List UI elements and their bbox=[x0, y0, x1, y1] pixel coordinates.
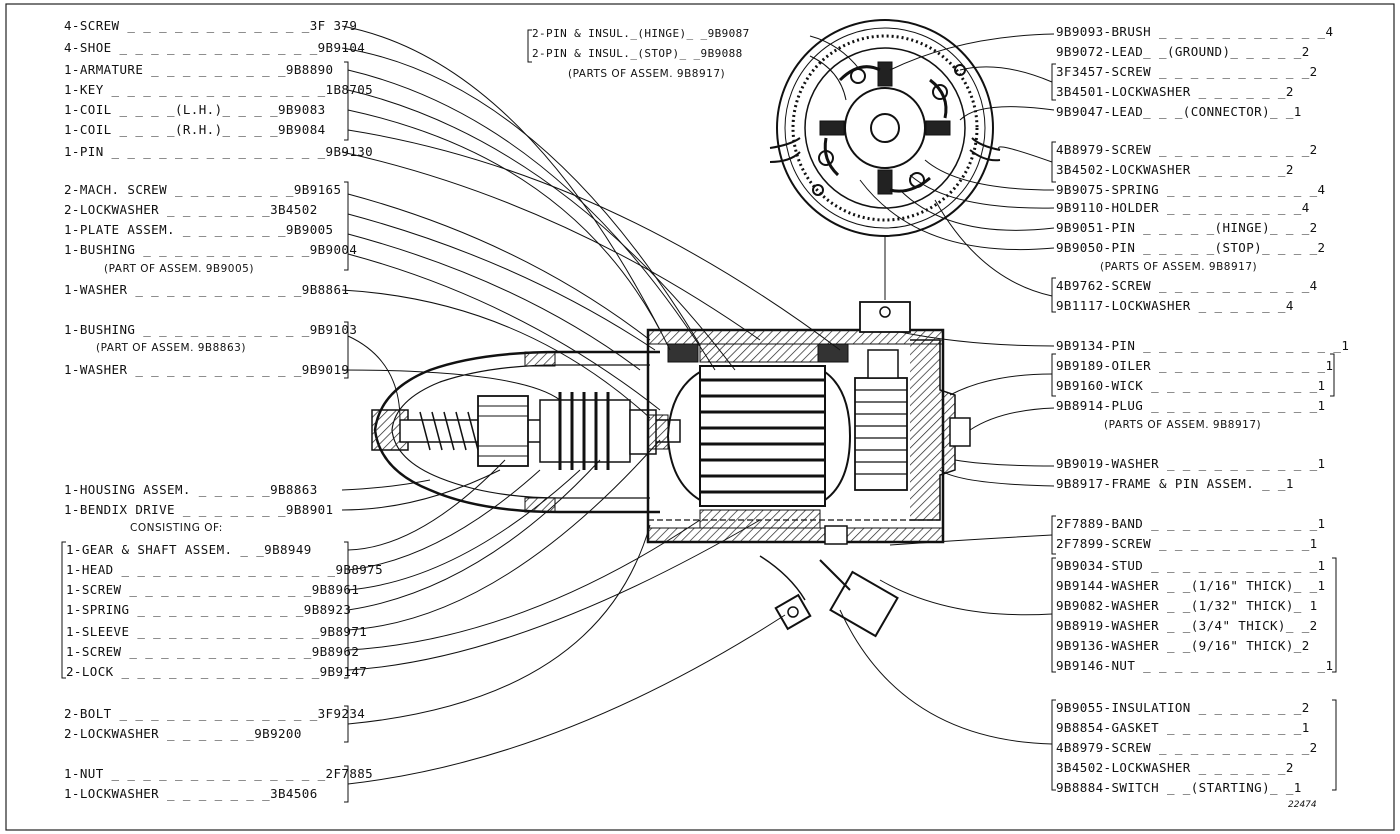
page-border bbox=[5, 3, 1395, 831]
note-part-of-9b9005: (PART OF ASSEM. 9B9005) bbox=[104, 263, 254, 275]
label-brush-9b9093: 9B9093-BRUSH _ _ _ _ _ _ _ _ _ _ _4 bbox=[1056, 24, 1334, 39]
label-coil-lh-9b9083: 1-COIL _ _ _ _(L.H.)_ _ _ _9B9083 bbox=[64, 102, 326, 117]
label-armature-9b8890: 1-ARMATURE _ _ _ _ _ _ _ _ _9B8890 bbox=[64, 62, 334, 77]
note-parts-of-9b8917-r2: (PARTS OF ASSEM. 9B8917) bbox=[1104, 419, 1262, 431]
label-nut-2f7885: 1-NUT _ _ _ _ _ _ _ _ _ _ _ _ _ _2F7885 bbox=[64, 766, 374, 781]
label-bendix-drive-9b8901: 1-BENDIX DRIVE _ _ _ _ _ _ _9B8901 bbox=[64, 502, 334, 517]
label-pin-insul-hinge-9b9087: 2-PIN & INSUL._(HINGE)_ _9B9087 bbox=[532, 27, 750, 40]
label-shoe-9b9104: 4-SHOE _ _ _ _ _ _ _ _ _ _ _ _ _9B9104 bbox=[64, 40, 366, 55]
label-screw-9b8962: 1-SCREW _ _ _ _ _ _ _ _ _ _ _ _9B8962 bbox=[66, 644, 360, 659]
label-gear-shaft-9b8949: 1-GEAR & SHAFT ASSEM. _ _9B8949 bbox=[66, 542, 312, 557]
label-sleeve-9b8971: 1-SLEEVE _ _ _ _ _ _ _ _ _ _ _ _9B8971 bbox=[66, 624, 368, 639]
motor-section-view bbox=[371, 301, 971, 638]
leader-lines bbox=[61, 25, 1337, 803]
label-lockwasher-3b4502-b: 3B4502-LOCKWASHER _ _ _ _ _ _2 bbox=[1056, 760, 1294, 775]
label-mach-screw-9b9165: 2-MACH. SCREW _ _ _ _ _ _ _ _9B9165 bbox=[64, 182, 342, 197]
label-washer-9b9082: 9B9082-WASHER _ _(1/32" THICK)_ 1 bbox=[1056, 598, 1318, 613]
note-part-of-9b8863: (PART OF ASSEM. 9B8863) bbox=[96, 342, 246, 354]
label-plate-assem-9b9005: 1-PLATE ASSEM. _ _ _ _ _ _ _9B9005 bbox=[64, 222, 334, 237]
label-holder-9b9110: 9B9110-HOLDER _ _ _ _ _ _ _ _ _4 bbox=[1056, 200, 1310, 215]
label-screw-4b9762: 4B9762-SCREW _ _ _ _ _ _ _ _ _ _4 bbox=[1056, 278, 1318, 293]
label-bolt-3f9234: 2-BOLT _ _ _ _ _ _ _ _ _ _ _ _ _3F9234 bbox=[64, 706, 366, 721]
label-bushing-9b9103: 1-BUSHING _ _ _ _ _ _ _ _ _ _ _9B9103 bbox=[64, 322, 358, 337]
label-lockwasher-3b4506: 1-LOCKWASHER _ _ _ _ _ _ _3B4506 bbox=[64, 786, 318, 801]
label-washer-9b9144: 9B9144-WASHER _ _(1/16" THICK)_ _1 bbox=[1056, 578, 1326, 593]
label-housing-assem-9b8863: 1-HOUSING ASSEM. _ _ _ _ _9B8863 bbox=[64, 482, 318, 497]
label-screw-4b8979-b: 4B8979-SCREW _ _ _ _ _ _ _ _ _ _2 bbox=[1056, 740, 1318, 755]
label-lockwasher-3b4501: 3B4501-LOCKWASHER _ _ _ _ _ _2 bbox=[1056, 84, 1294, 99]
note-parts-of-9b8917-top: (PARTS OF ASSEM. 9B8917) bbox=[568, 68, 726, 80]
label-plug-9b8914: 9B8914-PLUG _ _ _ _ _ _ _ _ _ _ _1 bbox=[1056, 398, 1326, 413]
label-frame-pin-9b8917: 9B8917-FRAME & PIN ASSEM. _ _1 bbox=[1056, 476, 1294, 491]
label-insulation-9b9055: 9B9055-INSULATION _ _ _ _ _ _ _2 bbox=[1056, 700, 1310, 715]
label-nut-9b9146: 9B9146-NUT _ _ _ _ _ _ _ _ _ _ _ _1 bbox=[1056, 658, 1334, 673]
label-screw-9b8961: 1-SCREW _ _ _ _ _ _ _ _ _ _ _ _9B8961 bbox=[66, 582, 360, 597]
label-head-9b8975: 1-HEAD _ _ _ _ _ _ _ _ _ _ _ _ _ _9B8975 bbox=[66, 562, 384, 577]
label-washer-9b9136: 9B9136-WASHER _ _(9/16" THICK)_2 bbox=[1056, 638, 1310, 653]
label-pin-9b9130: 1-PIN _ _ _ _ _ _ _ _ _ _ _ _ _ _9B9130 bbox=[64, 144, 374, 159]
label-bushing-9b9004: 1-BUSHING _ _ _ _ _ _ _ _ _ _ _9B9004 bbox=[64, 242, 358, 257]
label-key-1b8705: 1-KEY _ _ _ _ _ _ _ _ _ _ _ _ _ _1B8705 bbox=[64, 82, 374, 97]
label-band-2f7889: 2F7889-BAND _ _ _ _ _ _ _ _ _ _ _1 bbox=[1056, 516, 1326, 531]
label-lockwasher-9b1117: 9B1117-LOCKWASHER _ _ _ _ _ _4 bbox=[1056, 298, 1294, 313]
label-screw-3f379: 4-SCREW _ _ _ _ _ _ _ _ _ _ _ _3F 379 bbox=[64, 18, 358, 33]
label-stud-9b9034: 9B9034-STUD _ _ _ _ _ _ _ _ _ _ _1 bbox=[1056, 558, 1326, 573]
figure-number: 22474 bbox=[1288, 800, 1317, 810]
note-consisting-of: CONSISTING OF: bbox=[130, 522, 223, 534]
label-spring-9b9075: 9B9075-SPRING _ _ _ _ _ _ _ _ _ _4 bbox=[1056, 182, 1326, 197]
label-screw-2f7899: 2F7899-SCREW _ _ _ _ _ _ _ _ _ _1 bbox=[1056, 536, 1318, 551]
label-lockwasher-9b9200: 2-LOCKWASHER _ _ _ _ _ _9B9200 bbox=[64, 726, 302, 741]
label-pin-9b9134: 9B9134-PIN _ _ _ _ _ _ _ _ _ _ _ _ _1 bbox=[1056, 338, 1350, 353]
label-lead-connector-9b9047: 9B9047-LEAD_ _ _(CONNECTOR)_ _1 bbox=[1056, 104, 1302, 119]
label-washer-9b8919: 9B8919-WASHER _ _(3/4" THICK)_ _2 bbox=[1056, 618, 1318, 633]
label-lead-ground-9b9072: 9B9072-LEAD_ _(GROUND)_ _ _ _ _2 bbox=[1056, 44, 1310, 59]
label-screw-4b8979: 4B8979-SCREW _ _ _ _ _ _ _ _ _ _2 bbox=[1056, 142, 1318, 157]
label-washer-9b9019: 1-WASHER _ _ _ _ _ _ _ _ _ _ _9B9019 bbox=[64, 362, 350, 377]
label-screw-3f3457: 3F3457-SCREW _ _ _ _ _ _ _ _ _ _2 bbox=[1056, 64, 1318, 79]
note-parts-of-9b8917-r1: (PARTS OF ASSEM. 9B8917) bbox=[1100, 261, 1258, 273]
label-coil-rh-9b9084: 1-COIL _ _ _ _(R.H.)_ _ _ _9B9084 bbox=[64, 122, 326, 137]
label-pin-insul-stop-9b9088: 2-PIN & INSUL._(STOP)_ _9B9088 bbox=[532, 47, 743, 60]
label-pin-hinge-9b9051: 9B9051-PIN _ _ _ _ _(HINGE)_ _ _2 bbox=[1056, 220, 1318, 235]
label-spring-9b8923: 1-SPRING _ _ _ _ _ _ _ _ _ _ _9B8923 bbox=[66, 602, 352, 617]
label-oiler-9b9189: 9B9189-OILER _ _ _ _ _ _ _ _ _ _ _1 bbox=[1056, 358, 1334, 373]
brush-plate-end-view bbox=[769, 19, 1001, 300]
label-gasket-9b8854: 9B8854-GASKET _ _ _ _ _ _ _ _ _1 bbox=[1056, 720, 1310, 735]
label-lockwasher-3b4502-r: 3B4502-LOCKWASHER _ _ _ _ _ _2 bbox=[1056, 162, 1294, 177]
label-washer-9b8861: 1-WASHER _ _ _ _ _ _ _ _ _ _ _9B8861 bbox=[64, 282, 350, 297]
label-washer-9b9019-r: 9B9019-WASHER _ _ _ _ _ _ _ _ _ _1 bbox=[1056, 456, 1326, 471]
label-switch-9b8884: 9B8884-SWITCH _ _(STARTING)_ _1 bbox=[1056, 780, 1302, 795]
label-pin-stop-9b9050: 9B9050-PIN _ _ _ _ _(STOP)_ _ _ _2 bbox=[1056, 240, 1326, 255]
label-lock-9b9147: 2-LOCK _ _ _ _ _ _ _ _ _ _ _ _ _9B9147 bbox=[66, 664, 368, 679]
label-wick-9b9160: 9B9160-WICK _ _ _ _ _ _ _ _ _ _ _1 bbox=[1056, 378, 1326, 393]
label-lockwasher-3b4502: 2-LOCKWASHER _ _ _ _ _ _ _3B4502 bbox=[64, 202, 318, 217]
